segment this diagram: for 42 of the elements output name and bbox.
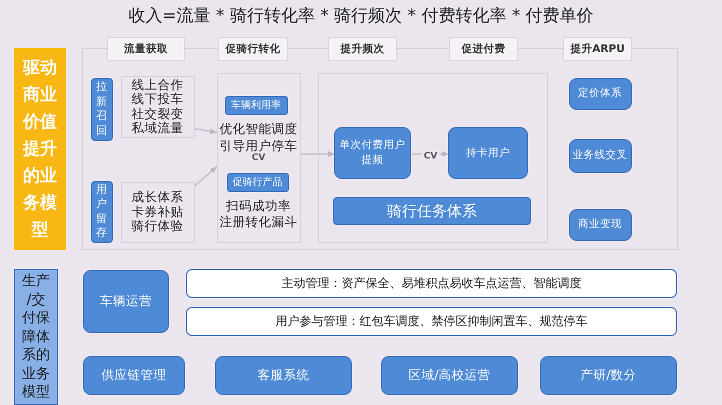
- process-box: 持卡用户: [448, 127, 528, 179]
- module-box: 车辆运营: [83, 270, 169, 333]
- process-box: 业务线交叉: [568, 138, 632, 172]
- tag-box: 促骑行产品: [226, 172, 288, 192]
- group-box: [216, 72, 300, 242]
- vertical-tab: 用户留存: [90, 180, 112, 242]
- list-item: 私域流量: [132, 121, 184, 136]
- process-box: 定价体系: [568, 78, 632, 110]
- column-header: 促进付费: [449, 37, 518, 61]
- title: 收入=流量 * 骑行转化率 * 骑行频次 * 付费转化率 * 付费单价: [128, 6, 594, 26]
- section-band: 驱动商业价值提升的业务模型: [14, 48, 66, 250]
- list-item: 成长体系: [132, 190, 184, 205]
- column-header: 促骑行转化: [218, 37, 288, 61]
- body-text: 优化智能调度: [220, 120, 298, 136]
- body-text: 扫码成功率: [226, 198, 291, 214]
- list-item: 骑行体验: [132, 219, 184, 234]
- module-box: 客服系统: [215, 356, 352, 395]
- process-box: 单次付费用户提频: [334, 127, 411, 179]
- module-box: 供应链管理: [83, 356, 185, 395]
- section-band: 生产/交付保障体系的业务模型: [14, 269, 58, 405]
- arrow: [194, 128, 218, 134]
- module-box: 产研/数分: [540, 356, 677, 395]
- list-item: 线下投车: [132, 92, 184, 106]
- module-box: 区域/高校运营: [381, 356, 518, 395]
- list-item: 卡券补贴: [132, 204, 184, 220]
- vertical-tab: 拉新召回: [90, 78, 112, 140]
- annotation-text: CV: [252, 152, 266, 164]
- list-box: [120, 182, 194, 242]
- tag-box: 车辆利用率: [224, 96, 288, 114]
- body-text: 注册转化漏斗: [220, 214, 298, 230]
- process-box: 商业变现: [568, 208, 632, 240]
- list-item: 社交裂变: [132, 106, 184, 121]
- column-header: 流量获取: [107, 37, 185, 61]
- list-item: 线上合作: [132, 78, 184, 92]
- body-text: 引导用户停车: [220, 138, 298, 153]
- arrow: [194, 166, 218, 186]
- column-header: 提升ARPU: [563, 37, 632, 61]
- list-box: [120, 76, 194, 138]
- process-bar: 骑行任务体系: [333, 197, 531, 225]
- arrow: [301, 151, 335, 158]
- column-header: 提升频次: [328, 37, 397, 61]
- group-box: [318, 72, 548, 242]
